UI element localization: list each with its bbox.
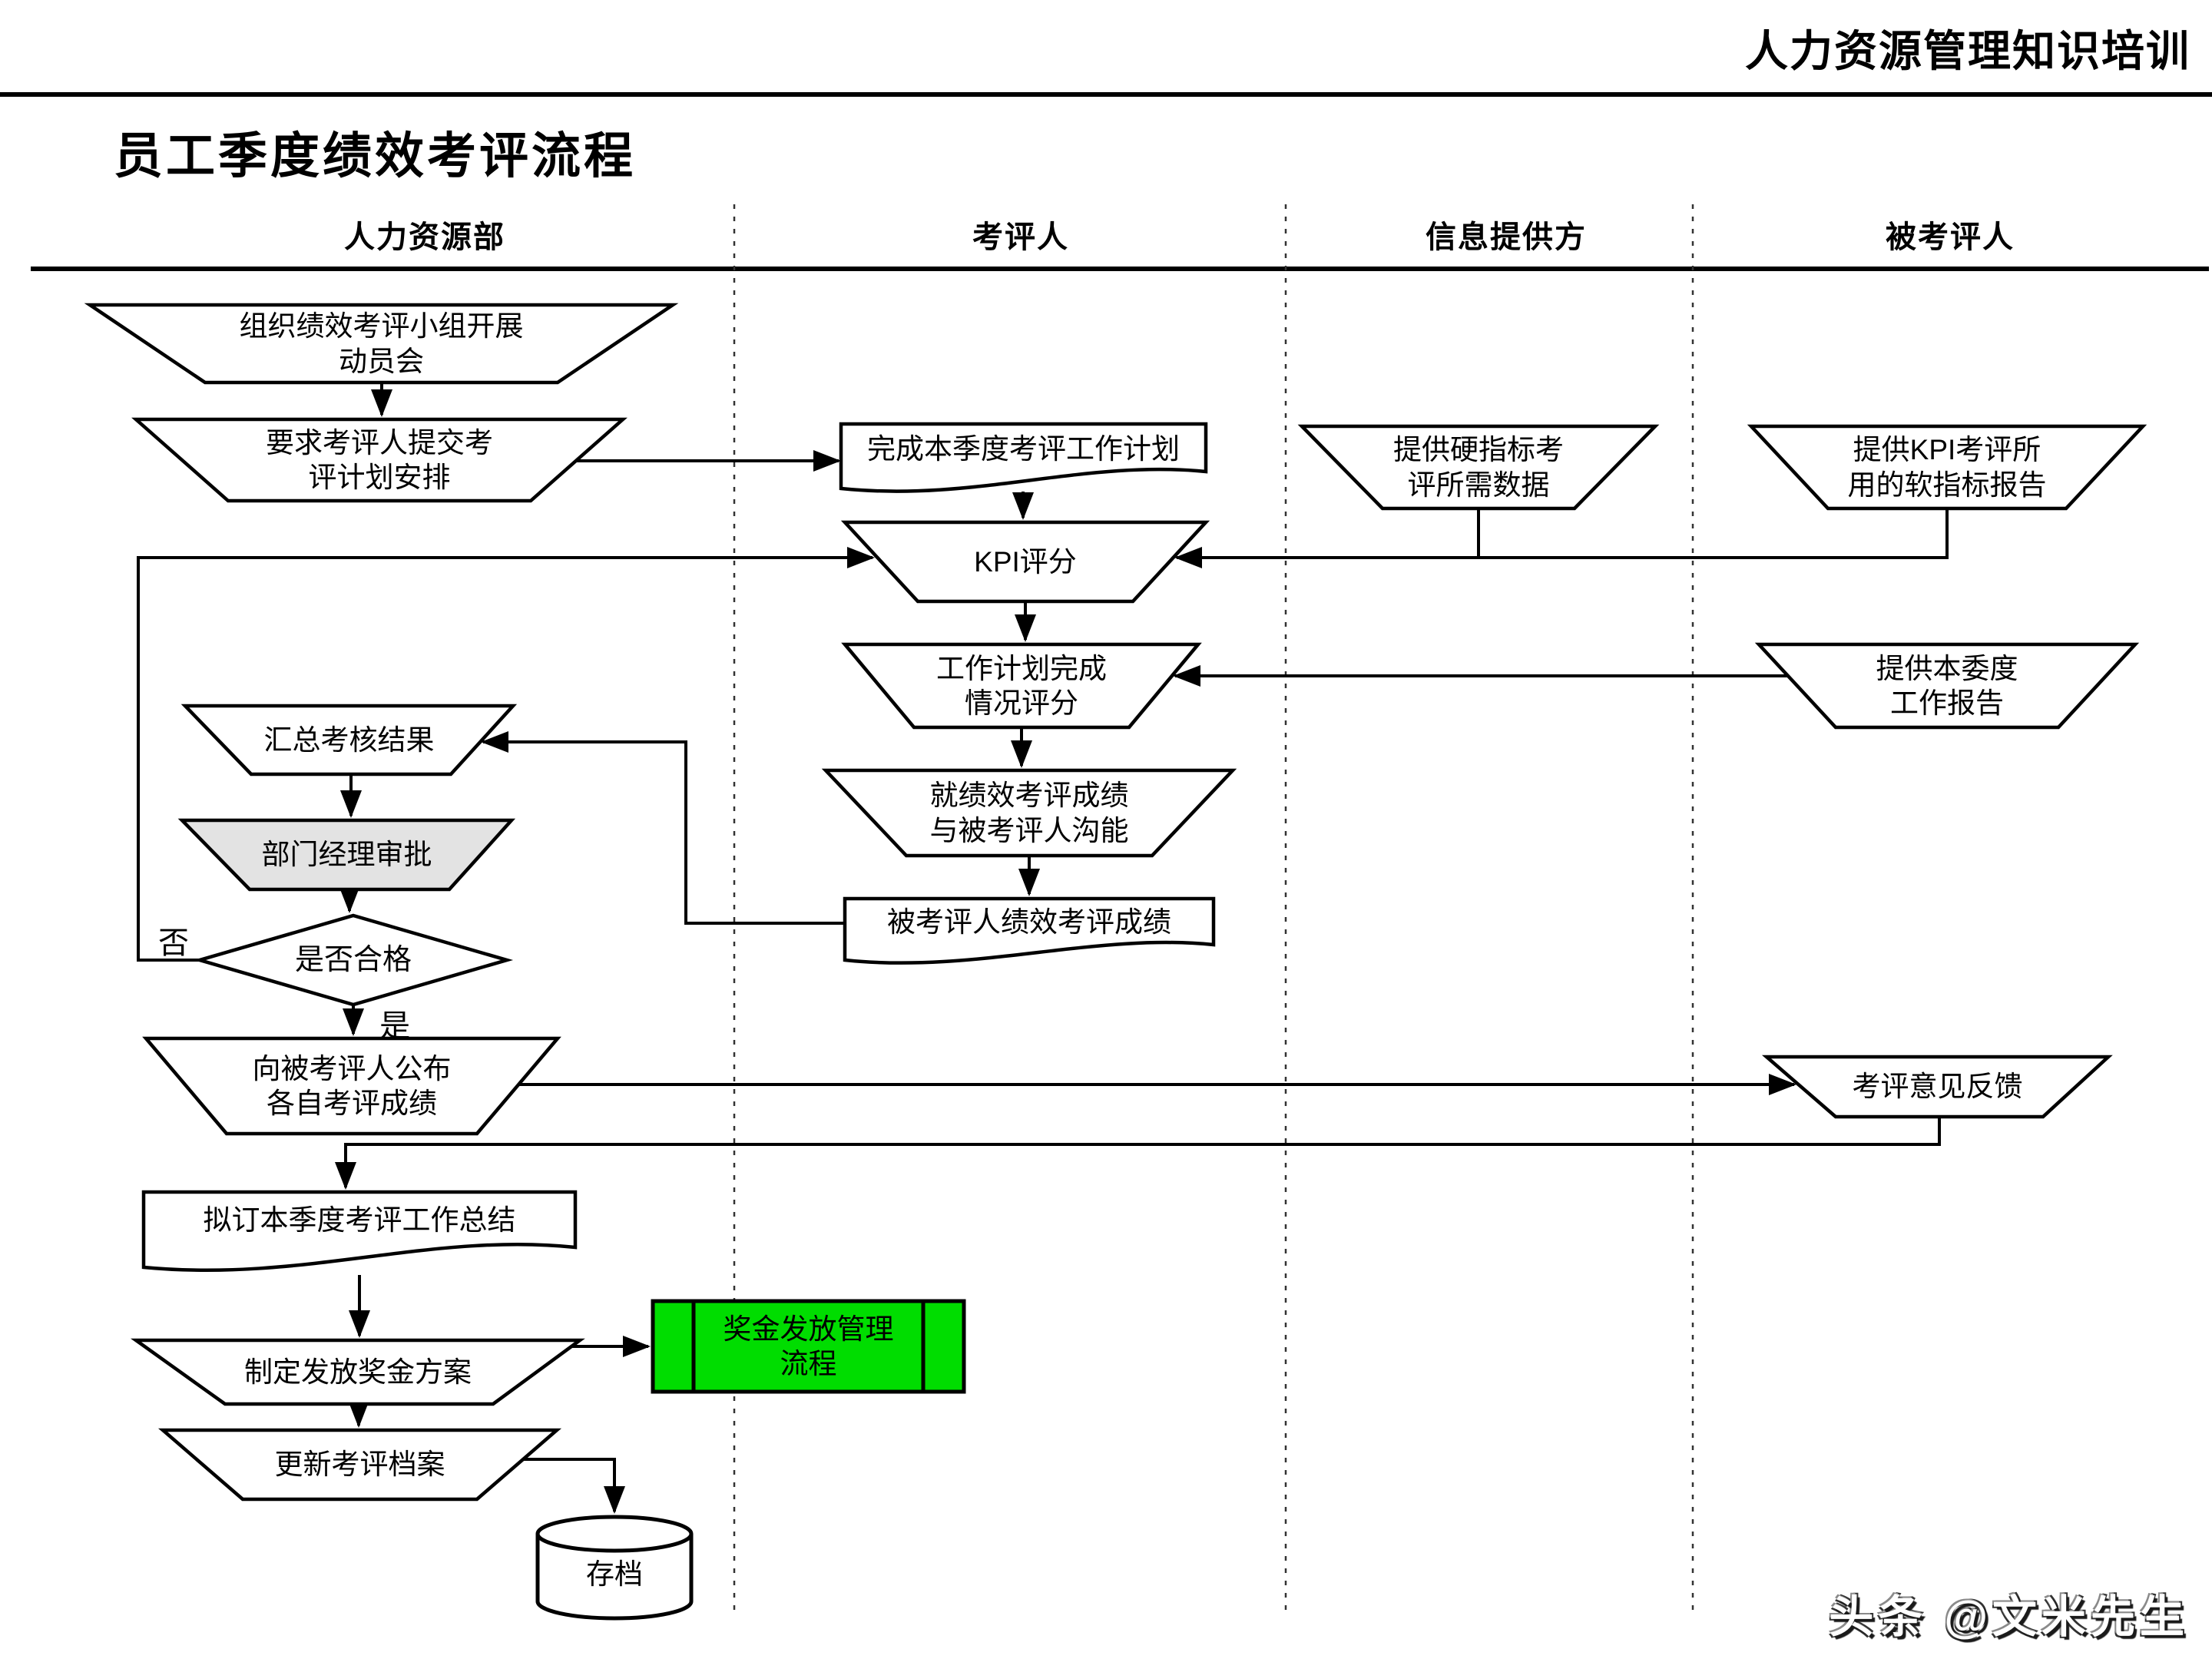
node-qualified-diamond [193,913,514,1007]
node-update-archive-shape [157,1428,562,1502]
edge-update-to-archive [523,1458,625,1514]
lane-header-infoprovider: 信息提供方 [1426,220,1587,254]
node-kpi-report-shape [1747,424,2147,511]
node-manager-approve-shape [177,818,516,892]
decision-no-label: 否 [158,926,189,960]
node-bonus-process-shape [651,1299,966,1394]
decision-yes-label: 是 [379,1009,410,1043]
node-comm-score-shape [821,768,1237,858]
lane-header-evaluator: 考评人 [972,220,1069,254]
page-title: 员工季度绩效考评流程 [114,128,636,184]
lane-header-hr: 人力资源部 [344,220,505,254]
node-archive-shape [535,1515,694,1621]
node-plan-score-shape [841,642,1202,730]
node-complete-plan-shape [839,422,1208,493]
edge-decision-no-loop [137,547,875,962]
node-require-plan-shape [131,417,628,503]
node-summary-shape [180,704,518,777]
watermark: 头条 @文米先生 [1829,1592,2189,1642]
node-eval-result-doc-shape [843,896,1216,965]
edge-reports-to-kpiscore [1174,508,1949,568]
lane-header-evaluatee: 被考评人 [1886,220,2015,254]
node-org-mobilize-shape [84,303,679,385]
node-hard-data-shape [1297,424,1660,511]
node-bonus-plan-shape [130,1338,585,1406]
node-kpi-score-shape [840,520,1210,604]
page-header-brand: 人力资源管理知识培训 [1745,27,2190,75]
node-publish-shape [142,1036,561,1136]
node-summary-doc-shape [141,1190,578,1273]
edge-resultdoc-to-summary [481,731,845,925]
node-work-report-shape [1754,642,2140,730]
edge-feedback-to-summarydoc [335,1117,1941,1190]
node-feedback-shape [1761,1055,2113,1119]
